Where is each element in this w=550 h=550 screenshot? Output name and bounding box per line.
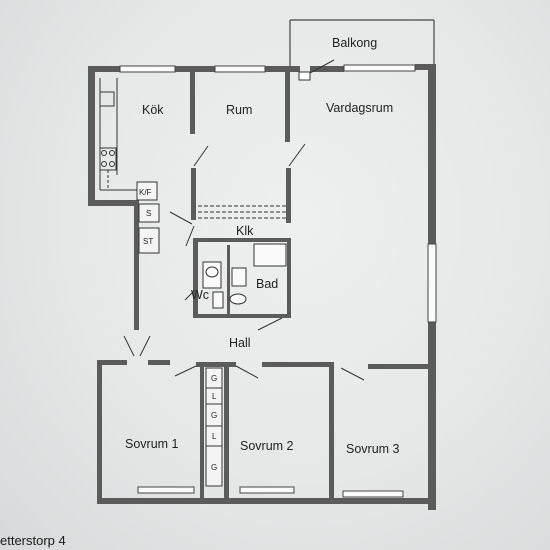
wardrobe-label-1: G [211, 374, 217, 383]
room-label-rum: Rum [226, 103, 252, 117]
st-label: ST [143, 237, 153, 246]
wardrobe-label-5: G [211, 463, 217, 472]
room-label-vardagsrum: Vardagsrum [326, 101, 393, 115]
room-label-sovrum1: Sovrum 1 [125, 437, 179, 451]
bath-fixtures [202, 243, 287, 309]
address-caption: etterstorp 4 [0, 533, 66, 548]
balcony [289, 19, 435, 68]
room-label-bad: Bad [256, 277, 278, 291]
room-label-klk: Klk [236, 224, 254, 238]
wardrobes [205, 367, 223, 487]
walls [88, 64, 436, 510]
room-label-sovrum3: Sovrum 3 [346, 442, 400, 456]
room-label-hall: Hall [229, 336, 251, 350]
windows [119, 64, 437, 498]
balcony-door [298, 59, 335, 81]
storage-units [136, 181, 160, 254]
room-label-sovrum2: Sovrum 2 [240, 439, 294, 453]
closet-shelves [198, 205, 286, 219]
kf-label: K/F [139, 188, 152, 197]
room-label-kok: Kök [142, 103, 164, 117]
wardrobe-label-2: L [212, 392, 217, 401]
wardrobe-label-3: G [211, 411, 217, 420]
s-label: S [146, 209, 151, 218]
room-label-wc: Wc [191, 288, 209, 302]
wardrobe-label-4: L [212, 432, 217, 441]
kitchen-counter [99, 78, 155, 191]
doors [123, 143, 365, 381]
room-label-balkong: Balkong [332, 36, 377, 50]
